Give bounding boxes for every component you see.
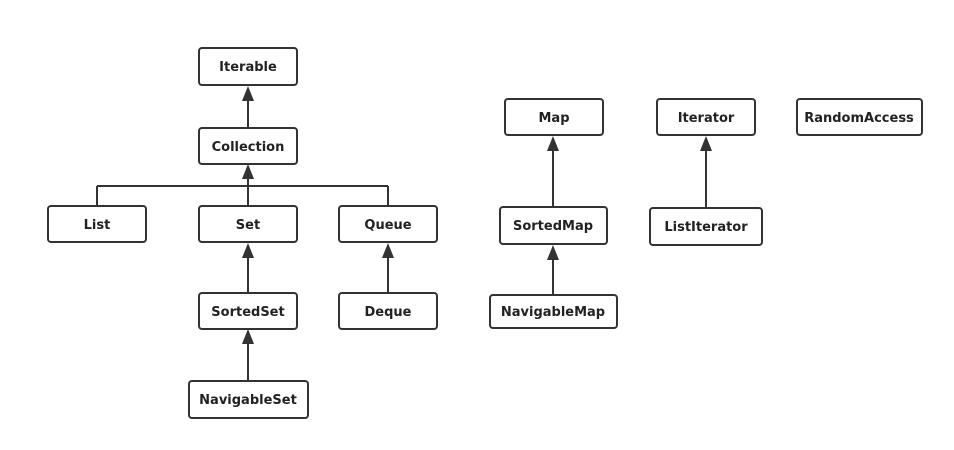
edge-deque-queue [382,243,394,293]
node-randomaccess-label: RandomAccess [804,111,914,126]
node-navigableset: NavigableSet [188,380,309,419]
edge-navigablemap-sortedmap [547,245,559,295]
edge-list-collection [96,185,248,206]
node-navigableset-label: NavigableSet [199,393,297,408]
node-sortedset: SortedSet [198,292,298,330]
node-deque-label: Deque [365,305,412,320]
node-map: Map [504,98,604,136]
edge-sortedmap-map [547,136,559,207]
node-iterator: Iterator [656,98,756,136]
node-iterator-label: Iterator [678,111,735,126]
edge-navigableset-sortedset [242,329,254,381]
node-set-label: Set [236,218,260,233]
node-queue: Queue [338,205,438,243]
node-list-label: List [84,218,111,233]
node-queue-label: Queue [364,218,411,233]
edge-queue-collection [248,185,389,206]
edge-set-collection [242,164,254,206]
node-sortedmap-label: SortedMap [513,219,593,234]
node-deque: Deque [338,292,438,330]
node-sortedmap: SortedMap [499,206,608,245]
node-listiterator-label: ListIterator [664,220,748,235]
node-list: List [47,205,147,243]
nodes: Iterable Collection List Set Queue Sorte… [47,47,923,419]
node-listiterator: ListIterator [649,207,763,246]
node-randomaccess: RandomAccess [796,98,923,136]
node-map-label: Map [538,111,569,126]
node-iterable-label: Iterable [219,60,277,75]
node-set: Set [198,205,298,243]
node-collection-label: Collection [212,140,285,155]
node-collection: Collection [198,127,298,165]
node-navigablemap: NavigableMap [489,294,618,329]
edge-listiterator-iterator [700,136,712,208]
edges [96,86,712,381]
node-sortedset-label: SortedSet [211,305,284,320]
edge-collection-iterable [242,86,254,128]
node-navigablemap-label: NavigableMap [501,305,605,320]
node-iterable: Iterable [198,47,298,86]
edge-sortedset-set [242,243,254,293]
